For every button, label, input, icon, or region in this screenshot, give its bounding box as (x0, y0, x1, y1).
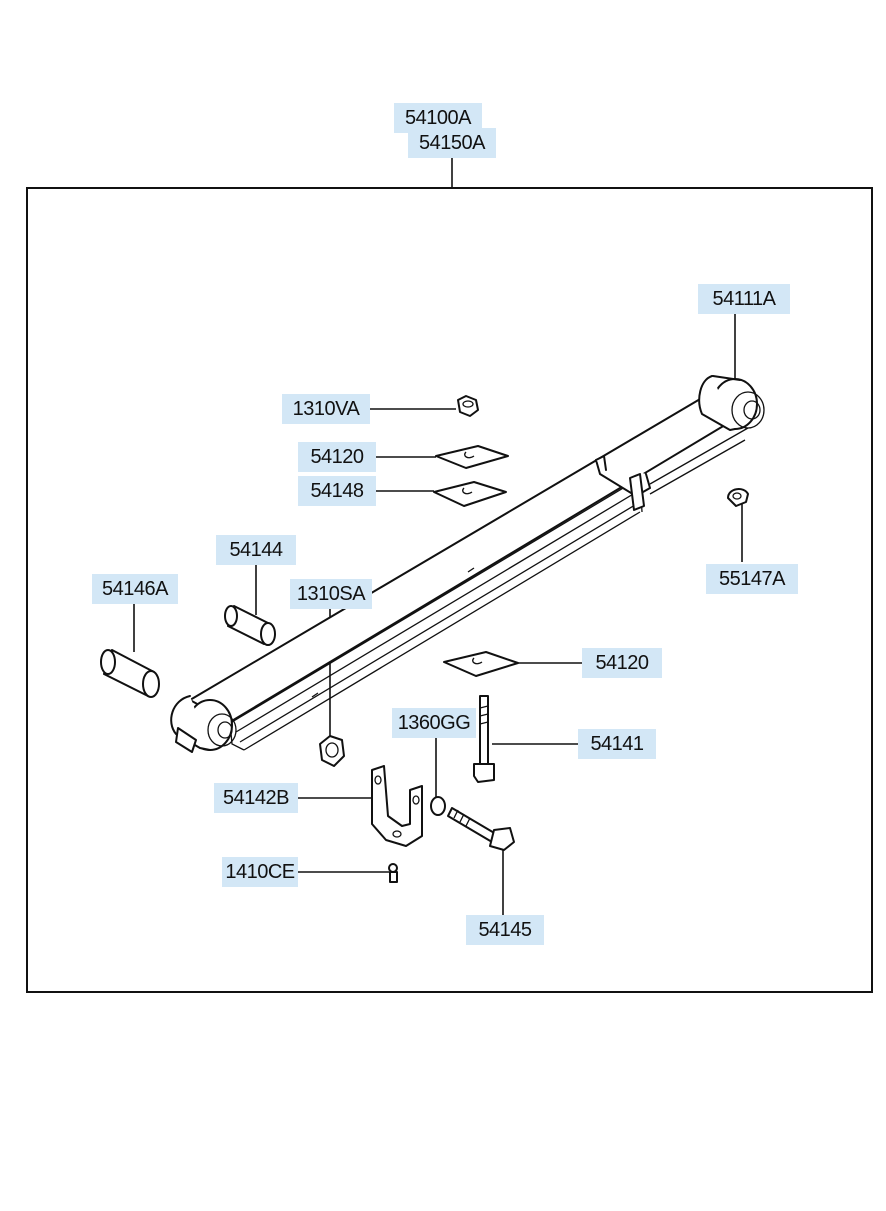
plate-54120-top (435, 445, 509, 469)
bump-stop-55147a (727, 488, 749, 507)
shackle-bracket-54142b (371, 765, 423, 847)
grease-nipple-1410ce (388, 863, 398, 883)
part-label-54142b[interactable]: 54142B (214, 783, 298, 813)
part-label-54144[interactable]: 54144 (216, 535, 296, 565)
nut-1310sa (319, 735, 345, 767)
part-label-54120-bottom[interactable]: 54120 (582, 648, 662, 678)
diagram-frame (26, 187, 873, 993)
plate-54148 (433, 481, 507, 507)
bushing-54146a (100, 649, 160, 698)
part-label-55147a[interactable]: 55147A (706, 564, 798, 594)
part-label-54111a[interactable]: 54111A (698, 284, 790, 314)
washer-1360gg (430, 796, 446, 816)
part-label-1360gg[interactable]: 1360GG (392, 708, 476, 738)
nut-1310va (457, 395, 479, 417)
bolt-54145 (447, 807, 515, 851)
part-label-54150a[interactable]: 54150A (408, 128, 496, 158)
part-label-1410ce[interactable]: 1410CE (222, 857, 298, 887)
part-label-54145[interactable]: 54145 (466, 915, 544, 945)
bushing-54144 (224, 605, 276, 646)
plate-54120-bottom (443, 651, 519, 677)
part-label-1310sa[interactable]: 1310SA (290, 579, 372, 609)
part-label-54148[interactable]: 54148 (298, 476, 376, 506)
leaf-spring-assembly (170, 375, 765, 753)
bolt-54141 (473, 695, 495, 783)
part-label-54141[interactable]: 54141 (578, 729, 656, 759)
part-label-54120-top[interactable]: 54120 (298, 442, 376, 472)
part-label-54146a[interactable]: 54146A (92, 574, 178, 604)
part-label-1310va[interactable]: 1310VA (282, 394, 370, 424)
